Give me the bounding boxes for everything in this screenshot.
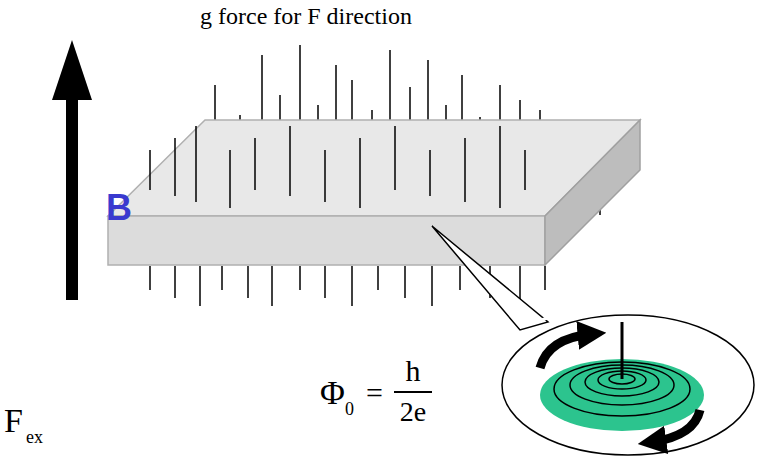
equals-sign: = bbox=[366, 378, 383, 408]
flux-line bbox=[464, 138, 466, 202]
current-arrow bbox=[540, 334, 592, 368]
denominator: 2e bbox=[400, 398, 426, 426]
flux-line bbox=[524, 150, 526, 190]
slab-front bbox=[108, 216, 545, 265]
flux-lines bbox=[150, 126, 525, 208]
flux-line bbox=[377, 266, 379, 290]
flux-line bbox=[247, 266, 249, 298]
callout-join bbox=[520, 318, 548, 326]
flux-line bbox=[459, 266, 461, 290]
flux-line bbox=[229, 150, 231, 208]
callout-tail bbox=[432, 226, 548, 330]
flux-line bbox=[499, 126, 501, 208]
numerator: h bbox=[406, 356, 421, 386]
flux-line bbox=[174, 138, 176, 196]
flux-line bbox=[404, 266, 406, 298]
subscript: ex bbox=[26, 428, 43, 446]
flux-line bbox=[149, 266, 151, 290]
flux-line bbox=[429, 150, 431, 196]
flux-line bbox=[271, 266, 273, 306]
flux-line bbox=[174, 266, 176, 298]
flux-line bbox=[299, 266, 301, 290]
flux-line bbox=[149, 150, 151, 190]
flux-symbol: Φ bbox=[320, 376, 345, 410]
callout-bubble bbox=[502, 315, 754, 455]
flux-line bbox=[359, 138, 361, 208]
flux-line bbox=[324, 150, 326, 202]
flux-line bbox=[544, 266, 546, 290]
flux-line bbox=[195, 126, 197, 202]
field-arrow bbox=[52, 40, 92, 300]
subscript: 0 bbox=[345, 400, 354, 418]
flux-line bbox=[289, 126, 291, 196]
slab-side bbox=[545, 120, 640, 265]
flux-line bbox=[351, 266, 353, 306]
current-arrow bbox=[652, 410, 700, 442]
flux-line bbox=[621, 322, 624, 379]
flux-line bbox=[199, 266, 201, 306]
flux-line bbox=[431, 266, 433, 306]
flux-line bbox=[254, 138, 256, 190]
flux-line bbox=[499, 85, 501, 215]
fraction-bar bbox=[394, 391, 432, 393]
heading-fragment: g force for F direction bbox=[200, 4, 412, 28]
flux-line bbox=[324, 266, 326, 298]
flux-line bbox=[221, 266, 223, 290]
force-symbol: F bbox=[4, 404, 23, 438]
field-symbol: B bbox=[106, 190, 132, 226]
flux-line bbox=[394, 126, 396, 190]
